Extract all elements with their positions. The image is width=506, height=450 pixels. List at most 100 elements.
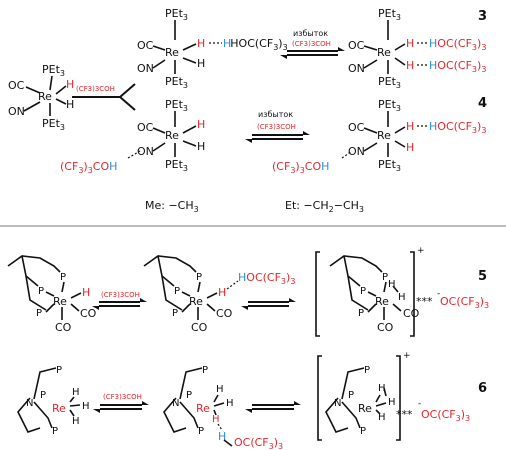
svg-text:H: H xyxy=(216,384,224,395)
equilibrium-arrow-6a: (CF3)3COH xyxy=(93,393,149,413)
svg-text:PEt3: PEt3 xyxy=(165,75,188,90)
svg-text:P: P xyxy=(358,308,364,319)
svg-text:CO: CO xyxy=(80,307,97,320)
h-red-label: H xyxy=(66,78,74,91)
svg-text:PEt3: PEt3 xyxy=(378,75,401,90)
svg-text:N: N xyxy=(334,398,341,409)
svg-text:Re: Re xyxy=(196,402,210,415)
svg-text:H: H xyxy=(197,118,205,131)
svg-text:P: P xyxy=(196,272,202,283)
svg-text:H: H xyxy=(378,412,386,423)
svg-text:H: H xyxy=(398,292,406,303)
svg-text:(CF3)3COH: (CF3)3COH xyxy=(101,291,140,299)
h-label: H xyxy=(66,98,74,111)
svg-text:H: H xyxy=(226,398,234,409)
pet3-label: PEt xyxy=(42,63,61,76)
svg-text:Re: Re xyxy=(377,46,391,59)
svg-text:OC: OC xyxy=(137,39,154,52)
svg-text:(CF3)3COH: (CF3)3COH xyxy=(272,160,329,175)
compound-3: 3 PEt3 OC Re ON H HOC(CF3)3 H HOC(CF3)3 … xyxy=(348,7,487,90)
svg-text:-: - xyxy=(418,399,421,409)
svg-text:Et: −CH2−CH3: Et: −CH2−CH3 xyxy=(285,199,364,214)
equilibrium-arrow-3: избыток (CF3)3COH xyxy=(280,29,345,59)
svg-text:P: P xyxy=(40,390,46,401)
svg-text:(CF3)3COH: (CF3)3COH xyxy=(292,40,331,48)
svg-text:PEt3: PEt3 xyxy=(378,98,401,113)
svg-text:P: P xyxy=(174,286,180,297)
svg-text:избыток: избыток xyxy=(293,29,328,38)
svg-text:Re: Re xyxy=(375,295,389,308)
svg-text:H: H xyxy=(378,383,386,394)
svg-text:PEt3: PEt3 xyxy=(378,7,401,22)
svg-text:P: P xyxy=(60,272,66,283)
re-label: Re xyxy=(165,46,179,59)
svg-text:HHOC(CF3)3: HHOC(CF3)3 xyxy=(223,37,288,52)
svg-text:OC(CF3)3: OC(CF3)3 xyxy=(421,408,470,423)
svg-text:Re: Re xyxy=(358,402,372,415)
svg-text:+: + xyxy=(417,246,425,256)
svg-text:P: P xyxy=(38,286,44,297)
svg-text:H: H xyxy=(197,57,205,70)
equilibrium-arrow-4: избыток (CF3)3COH xyxy=(245,110,310,143)
svg-text:Re: Re xyxy=(377,129,391,142)
svg-text:HOC(CF3)3: HOC(CF3)3 xyxy=(238,271,295,286)
pnp-intermediate: N P P P Re H H H H OC(CF3)3 xyxy=(163,365,283,450)
legend-et: Et: −CH xyxy=(285,199,329,212)
svg-text:PEt3: PEt3 xyxy=(165,158,188,173)
svg-text:P: P xyxy=(382,272,388,283)
svg-text:H: H xyxy=(406,59,414,72)
svg-text:Me: −CH3: Me: −CH3 xyxy=(145,199,199,214)
legend: Me: −CH3 Et: −CH2−CH3 xyxy=(145,199,364,214)
svg-text:OC: OC xyxy=(348,39,365,52)
svg-text:ON: ON xyxy=(137,62,154,75)
compound-6: 6 + N P P P Re H H H *** - OC(CF3)3 xyxy=(317,351,487,441)
complex-4a: PEt3 OC Re ON H H PEt3 (CF3)3COH xyxy=(60,98,205,175)
svg-text:H: H xyxy=(218,286,226,299)
svg-text:PEt3: PEt3 xyxy=(378,158,401,173)
svg-text:CO: CO xyxy=(191,321,208,334)
svg-text:PEt3: PEt3 xyxy=(42,117,65,132)
svg-text:H: H xyxy=(212,414,220,425)
svg-text:OC(CF3)3: OC(CF3)3 xyxy=(234,436,283,450)
svg-text:PEt3: PEt3 xyxy=(165,7,188,22)
compound-5: 5 + P P P Re H H CO CO *** - OC(CF3)3 xyxy=(315,246,489,337)
svg-text:+: + xyxy=(403,351,411,361)
svg-text:P: P xyxy=(364,365,370,376)
on-label: ON xyxy=(8,105,25,118)
svg-text:PEt3: PEt3 xyxy=(42,63,65,78)
svg-text:Re: Re xyxy=(189,295,203,308)
svg-text:OC: OC xyxy=(137,121,154,134)
svg-text:H: H xyxy=(197,140,205,153)
reagent-label-start: (CF3)3COH xyxy=(76,85,115,93)
svg-text:Re: Re xyxy=(165,129,179,142)
svg-text:P: P xyxy=(186,390,192,401)
svg-text:P: P xyxy=(360,286,366,297)
complex-3a: PEt3 OC Re ON H HHOC(CF3)3 H PEt3 xyxy=(137,7,288,90)
svg-text:P: P xyxy=(348,390,354,401)
svg-text:HOC(CF3)3: HOC(CF3)3 xyxy=(429,120,486,135)
svg-text:HOC(CF3)3: HOC(CF3)3 xyxy=(429,37,486,52)
svg-text:P: P xyxy=(360,426,366,437)
svg-text:H: H xyxy=(406,37,414,50)
pnp-start: N P P P Re H H H xyxy=(17,365,90,437)
equilibrium-arrow-5a: (CF3)3COH xyxy=(92,291,147,310)
svg-text:H: H xyxy=(406,120,414,133)
svg-text:-: - xyxy=(437,289,440,299)
equilibrium-arrow-6b xyxy=(245,401,301,413)
svg-text:N: N xyxy=(172,398,179,409)
svg-text:H: H xyxy=(197,37,205,50)
svg-text:P: P xyxy=(56,365,62,376)
svg-text:OC: OC xyxy=(348,121,365,134)
svg-text:CO: CO xyxy=(216,307,233,320)
svg-text:ON: ON xyxy=(137,145,154,158)
svg-text:H: H xyxy=(72,416,80,427)
compound-4: 4 PEt3 OC Re ON H HOC(CF3)3 H PEt3 (CF3)… xyxy=(272,96,487,175)
svg-text:(CF3)3COH: (CF3)3COH xyxy=(103,393,142,401)
svg-text:Re: Re xyxy=(53,295,67,308)
svg-text:CO: CO xyxy=(403,307,420,320)
triphos-start: P P P Re H CO CO xyxy=(7,255,97,334)
svg-text:P: P xyxy=(198,426,204,437)
equilibrium-arrow-5b xyxy=(241,298,296,310)
svg-text:P: P xyxy=(172,308,178,319)
